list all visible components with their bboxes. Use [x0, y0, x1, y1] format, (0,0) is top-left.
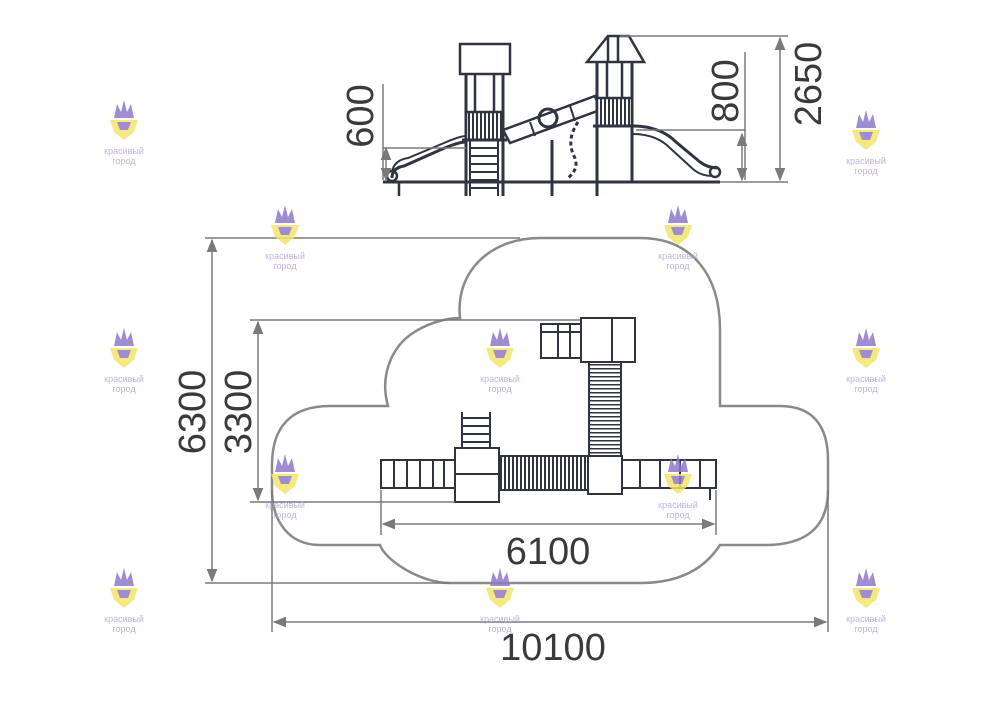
svg-text:красивый: красивый: [658, 500, 698, 510]
svg-text:город: город: [666, 510, 690, 520]
left-slide: [390, 140, 467, 179]
watermark-logo: красивый город: [846, 110, 886, 176]
svg-text:город: город: [112, 624, 136, 634]
svg-text:город: город: [112, 384, 136, 394]
watermark-logo: красивый город: [104, 568, 144, 634]
svg-text:красивый: красивый: [265, 500, 305, 510]
dim-platform-low: 600: [340, 84, 382, 147]
watermark-logo: красивый город: [480, 568, 520, 634]
svg-text:красивый: красивый: [265, 251, 305, 261]
svg-text:город: город: [666, 261, 690, 271]
watermarks: красивый город красивый город красивый г…: [104, 100, 886, 634]
dim-plan-width-total: 10100: [500, 627, 606, 669]
dim-plan-depth-total: 6300: [172, 370, 214, 455]
watermark-logo: красивый город: [658, 454, 698, 520]
connecting-tunnel: [501, 94, 602, 145]
svg-text:город: город: [488, 624, 512, 634]
tunnel-window: [537, 107, 559, 129]
svg-text:город: город: [854, 166, 878, 176]
svg-text:город: город: [854, 624, 878, 634]
dim-plan-width-equipment: 6100: [506, 531, 591, 573]
watermark-logo: красивый город: [265, 454, 305, 520]
plan-tunnel: [498, 455, 592, 491]
right-tower-panel: [595, 96, 634, 128]
plan-right-tower: [587, 455, 623, 495]
svg-text:красивый: красивый: [480, 374, 520, 384]
dim-platform-high: 800: [705, 59, 747, 122]
watermark-logo: красивый город: [658, 205, 698, 271]
plan-left-steps: [380, 459, 456, 489]
svg-text:город: город: [273, 510, 297, 520]
left-tower-panel: [464, 110, 505, 142]
svg-text:город: город: [273, 261, 297, 271]
watermark-logo: красивый город: [104, 328, 144, 394]
side-dimensions: [380, 35, 788, 183]
svg-text:город: город: [112, 156, 136, 166]
plan-dimensions: [205, 237, 829, 632]
svg-text:красивый: красивый: [480, 614, 520, 624]
watermark-logo: красивый город: [846, 328, 886, 394]
svg-text:красивый: красивый: [104, 614, 144, 624]
right-slide: [631, 124, 719, 170]
side-elevation-view: [383, 34, 722, 196]
safety-zone-outline: [270, 236, 830, 585]
svg-text:город: город: [854, 384, 878, 394]
svg-text:красивый: красивый: [846, 156, 886, 166]
svg-text:красивый: красивый: [846, 614, 886, 624]
svg-text:красивый: красивый: [104, 374, 144, 384]
left-tower-roof: [458, 42, 512, 76]
left-tower-ladder: [469, 140, 499, 196]
watermark-logo: красивый город: [480, 328, 520, 394]
svg-text:город: город: [488, 384, 512, 394]
right-tower-roof: [584, 34, 647, 64]
svg-text:красивый: красивый: [658, 251, 698, 261]
plan-upper-tower: [580, 317, 636, 363]
dim-total-height: 2650: [788, 42, 830, 127]
plan-upper-ladder: [540, 323, 582, 359]
watermark-logo: красивый город: [104, 100, 144, 166]
svg-text:красивый: красивый: [104, 146, 144, 156]
plan-left-ladder: [461, 412, 491, 448]
plan-bridge: [588, 361, 622, 457]
watermark-logo: красивый город: [846, 568, 886, 634]
plan-view: [380, 317, 717, 503]
watermark-logo: красивый город: [265, 205, 305, 271]
svg-text:красивый: красивый: [846, 374, 886, 384]
climbing-rope: [567, 121, 580, 180]
dim-plan-depth-equipment: 3300: [218, 370, 260, 455]
